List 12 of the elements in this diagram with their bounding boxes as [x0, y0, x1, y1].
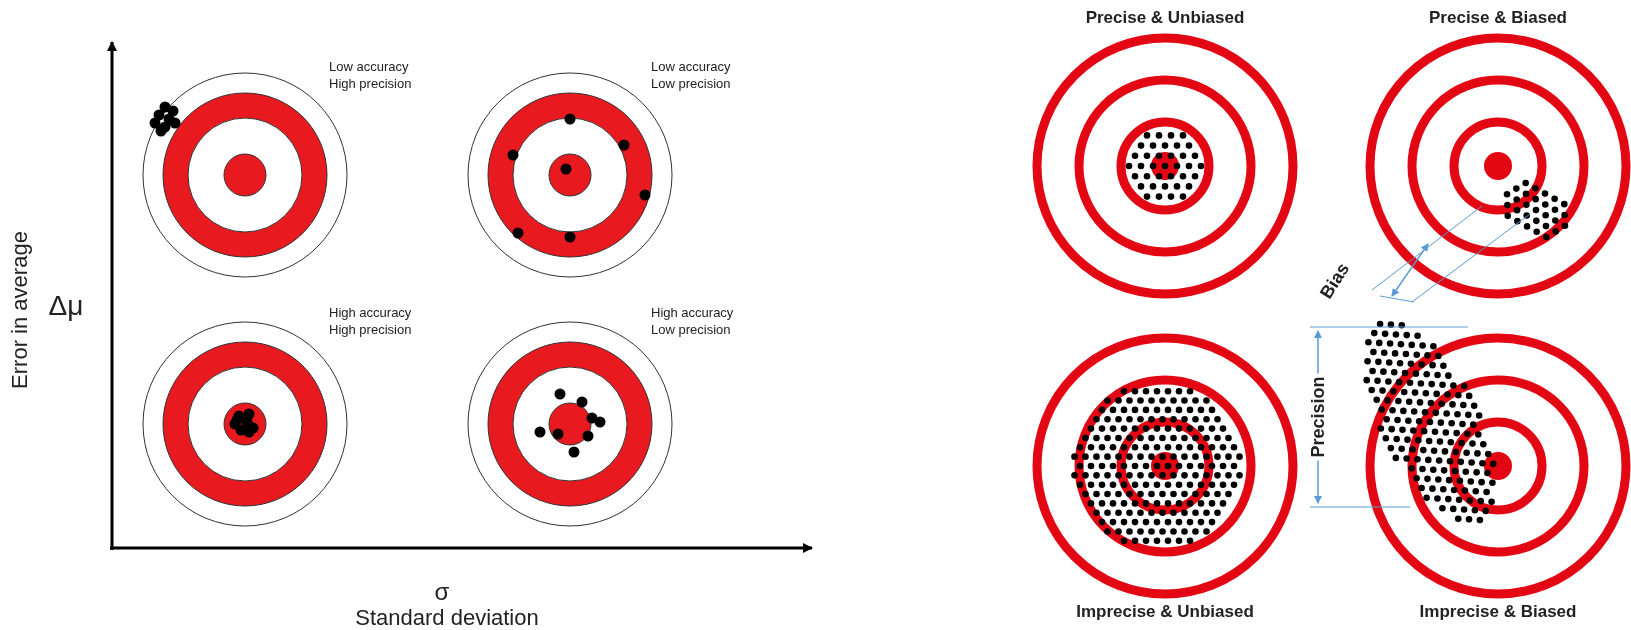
target-title: Imprecise & Unbiased: [1076, 602, 1254, 622]
accuracy-label: High accuracy Low precision: [651, 305, 735, 339]
accuracy-label: Low accuracy High precision: [329, 59, 413, 93]
axis-symbol: Δμ: [48, 290, 84, 322]
accuracy-label: High accuracy High precision: [329, 305, 413, 339]
target-title: Precise & Biased: [1429, 8, 1567, 28]
axis-symbol: σ: [434, 578, 450, 606]
target-title: Precise & Unbiased: [1085, 8, 1245, 28]
axis-title: Error in average: [7, 231, 33, 389]
accuracy-label: Low accuracy Low precision: [651, 59, 732, 93]
target-title: Imprecise & Biased: [1419, 602, 1577, 622]
axis-title: Standard deviation: [355, 605, 539, 630]
